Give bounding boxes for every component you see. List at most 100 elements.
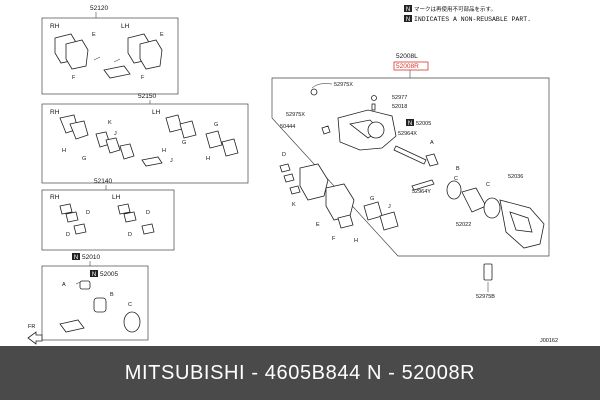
assembly-part-rh: 52008R [396, 63, 419, 70]
assembly-letter: A [430, 140, 434, 146]
shims-part-number: 52150 [138, 93, 156, 100]
assembly-badge-letter: N [408, 121, 412, 127]
guide-pin-y-icon [411, 179, 435, 191]
shims-letter: J [170, 158, 173, 164]
shims-letter: G [182, 140, 186, 146]
callout-bracket: 52036 [508, 174, 523, 180]
shim-icon [179, 120, 197, 139]
clip-icon [279, 163, 301, 195]
shims-letter: K [108, 120, 112, 126]
dust-seal-icon [483, 197, 501, 219]
shims-letter: H [62, 148, 66, 154]
callout-pin: 52018 [392, 104, 407, 110]
callout-bolt-side: 52975X [286, 112, 305, 118]
clips-letter: D [146, 210, 150, 216]
shims-letter: G [82, 156, 86, 162]
boot-icon [79, 280, 91, 290]
clips-lh-label: LH [112, 194, 121, 201]
clips-letter: D [66, 232, 70, 238]
sensor-plate-icon [103, 65, 131, 79]
assembly-letter: C [454, 176, 458, 182]
legend: N マークは再使用不可部品を示す。 N INDICATES A NON-REUS… [404, 5, 531, 23]
bushing-icon [321, 125, 331, 135]
bolt-icon [310, 88, 318, 96]
seal-kit-part-number: 52010 [82, 254, 100, 261]
pads-letter: F [72, 75, 76, 81]
caliper-assembly: 52008L 52008R 52975X 52977 52018 52975X … [271, 53, 550, 300]
shim-icon [119, 143, 135, 160]
shims-letter: H [206, 156, 210, 162]
clips-part-number: 52140 [94, 178, 112, 185]
clip-icon [59, 203, 87, 235]
non-reusable-badge-icon [90, 270, 98, 277]
shims-rh-label: RH [50, 109, 60, 116]
clip-icon [117, 203, 155, 235]
clips-letter: D [86, 210, 90, 216]
pads-letter: F [141, 75, 145, 81]
grease-pack-icon [59, 319, 85, 333]
seal-kit-badge-letter: N [92, 272, 96, 278]
shim-icon [205, 130, 223, 149]
diagram-code: J00162 [540, 338, 558, 344]
legend-badge-letter: N [406, 7, 410, 13]
pads-letter: E [92, 32, 96, 38]
callout-pin-y: 52964Y [412, 189, 431, 195]
piston-seal-icon [446, 180, 462, 200]
guide-pin-icon [371, 103, 376, 111]
assembly-letter: D [282, 152, 286, 158]
bolt-icon [483, 263, 493, 281]
brake-pad-icon [299, 163, 329, 201]
legend-japanese: マークは再使用不可部品を示す。 [414, 5, 496, 13]
bracket-window-icon [509, 211, 533, 233]
callout-plug: 52977 [392, 95, 407, 101]
callout-seal: 52005 [416, 121, 431, 127]
seal-kit-letter: A [62, 282, 66, 288]
callout-bolt-bottom: 52975B [476, 294, 495, 300]
callout-piston: 52022 [456, 222, 471, 228]
piston-seal-icon [123, 311, 141, 333]
guide-boot-icon [425, 153, 439, 167]
shims-letter: J [114, 131, 117, 137]
legend-english: INDICATES A NON-REUSABLE PART. [414, 16, 531, 23]
front-arrow-icon [27, 331, 43, 345]
shim-icon [337, 214, 354, 229]
group-shims: 52150 RH LH H G K J H G J G H [41, 93, 249, 184]
seal-kit-letter: C [128, 302, 132, 308]
assembly-letter: J [388, 204, 391, 210]
footer-banner [0, 346, 600, 400]
diagram-canvas: N マークは再使用不可部品を示す。 N INDICATES A NON-REUS… [27, 5, 558, 345]
brake-pad-icon [65, 39, 89, 70]
piston-boot-icon [93, 297, 107, 313]
front-indicator: FR [27, 324, 43, 345]
assembly-part-lh: 52008L [396, 53, 418, 60]
non-reusable-badge-icon [404, 5, 412, 12]
pads-part-number: 52120 [90, 5, 108, 12]
shim-icon [379, 211, 399, 231]
assembly-letter: H [354, 238, 358, 244]
shim-plate-icon [141, 156, 163, 167]
non-reusable-badge-icon [72, 253, 80, 260]
shims-lh-label: LH [152, 109, 161, 116]
pads-letter: E [160, 32, 164, 38]
group-seal-kit: N 52010 N 52005 A B C [41, 253, 149, 341]
callout-bolt-top: 52975X [334, 82, 353, 88]
guide-pin-x-icon [393, 145, 427, 165]
seal-kit-inner-part: 52005 [100, 271, 118, 278]
legend-badge-letter: N [406, 17, 410, 23]
clips-rh-label: RH [50, 194, 60, 201]
assembly-letter: G [370, 196, 374, 202]
group-pads: 52120 RH LH E F E F [41, 5, 179, 95]
clips-box [41, 189, 175, 251]
pads-rh-label: RH [50, 23, 60, 30]
shim-icon [105, 137, 121, 154]
part-number-banner: MITSUBISHI - 4605B844 N - 52008R [124, 362, 476, 384]
callout-bushing: 50444 [280, 124, 295, 130]
non-reusable-badge-icon [404, 15, 412, 22]
group-clips: 52140 RH LH D D D D [41, 178, 175, 251]
brake-pad-icon [139, 39, 163, 70]
callout-pin-x: 52964X [398, 131, 417, 137]
pads-lh-label: LH [121, 23, 130, 30]
seal-kit-letter: B [110, 292, 114, 298]
shims-letter: H [162, 148, 166, 154]
